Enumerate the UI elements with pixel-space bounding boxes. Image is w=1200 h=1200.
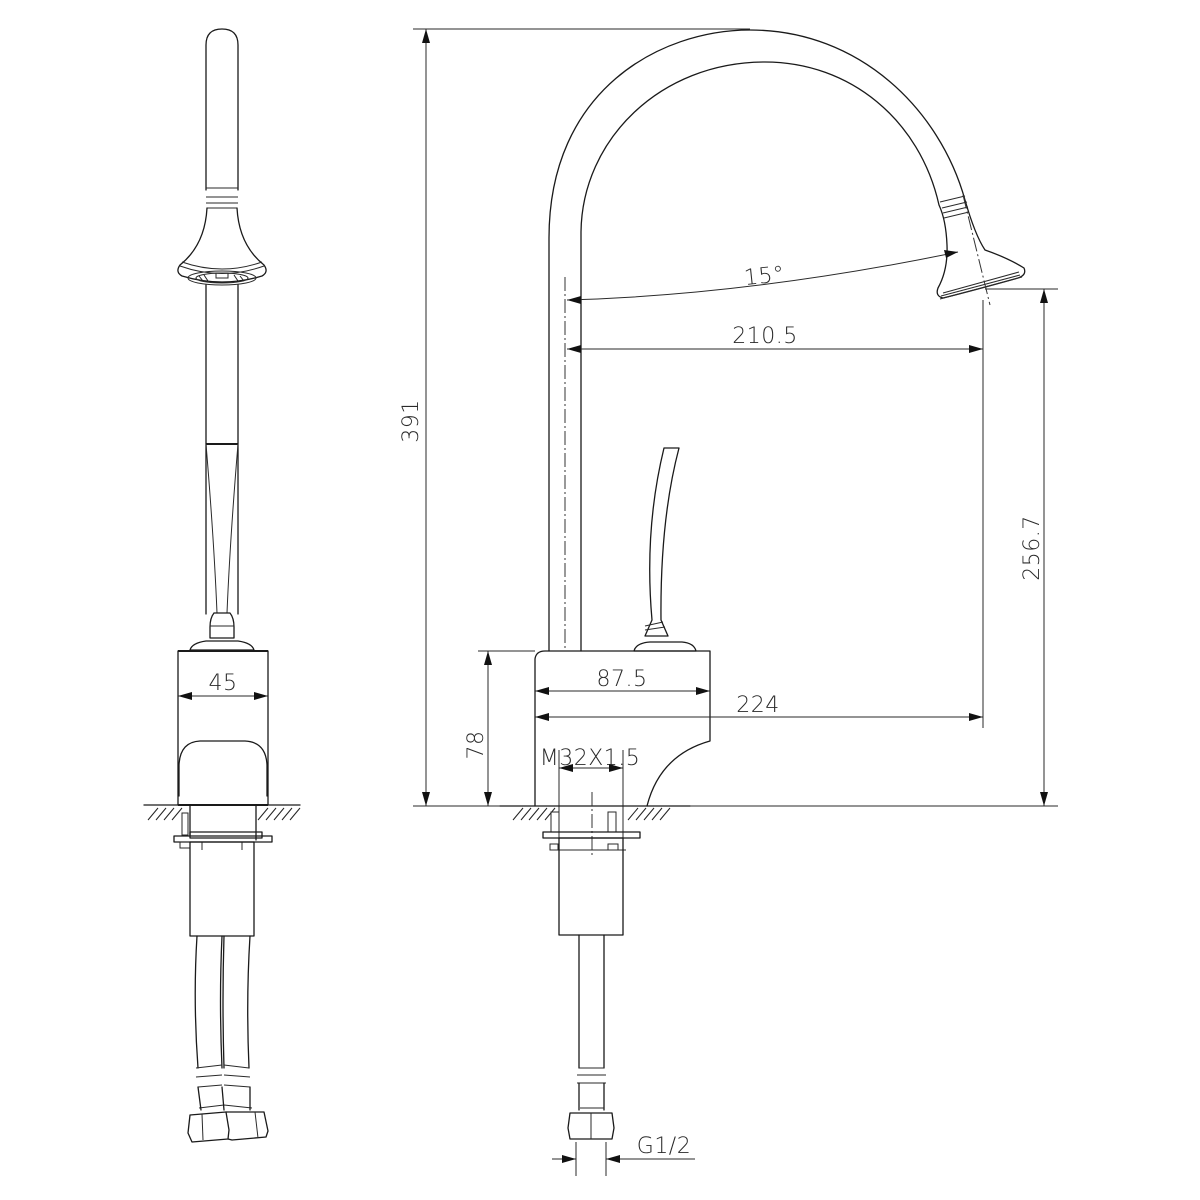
twin-supply-hoses	[187, 935, 269, 1143]
dim-spout-reach: 210.5	[732, 324, 797, 349]
front-supply-hose	[567, 934, 615, 1140]
spray-hose-stem	[205, 284, 239, 615]
front-shank	[558, 837, 624, 936]
counter-hatch-front	[512, 807, 671, 821]
dim-outlet-height: 256.7	[1020, 515, 1045, 580]
counter-hatch-side	[147, 807, 301, 821]
dim-base-length: 87.5	[597, 667, 648, 692]
spray-head-bell	[177, 207, 267, 283]
dim-base-width-side: 45	[209, 671, 238, 696]
side-shank	[189, 841, 255, 937]
dim-mounting-thread: M32X1.5	[540, 746, 641, 771]
dim-overall-height: 391	[399, 399, 424, 443]
dim-base-height: 78	[464, 731, 489, 760]
front-view: 391 78 15° 210.5 256.7	[399, 28, 1058, 1176]
side-view: 45	[143, 28, 301, 1143]
dim-hose-connection: G1/2	[637, 1134, 691, 1159]
lever-handle	[644, 447, 680, 637]
dim-total-reach: 224	[736, 693, 780, 718]
dim-spout-angle: 15°	[743, 262, 786, 291]
front-base-body	[534, 650, 711, 807]
spray-head-top	[205, 28, 239, 191]
